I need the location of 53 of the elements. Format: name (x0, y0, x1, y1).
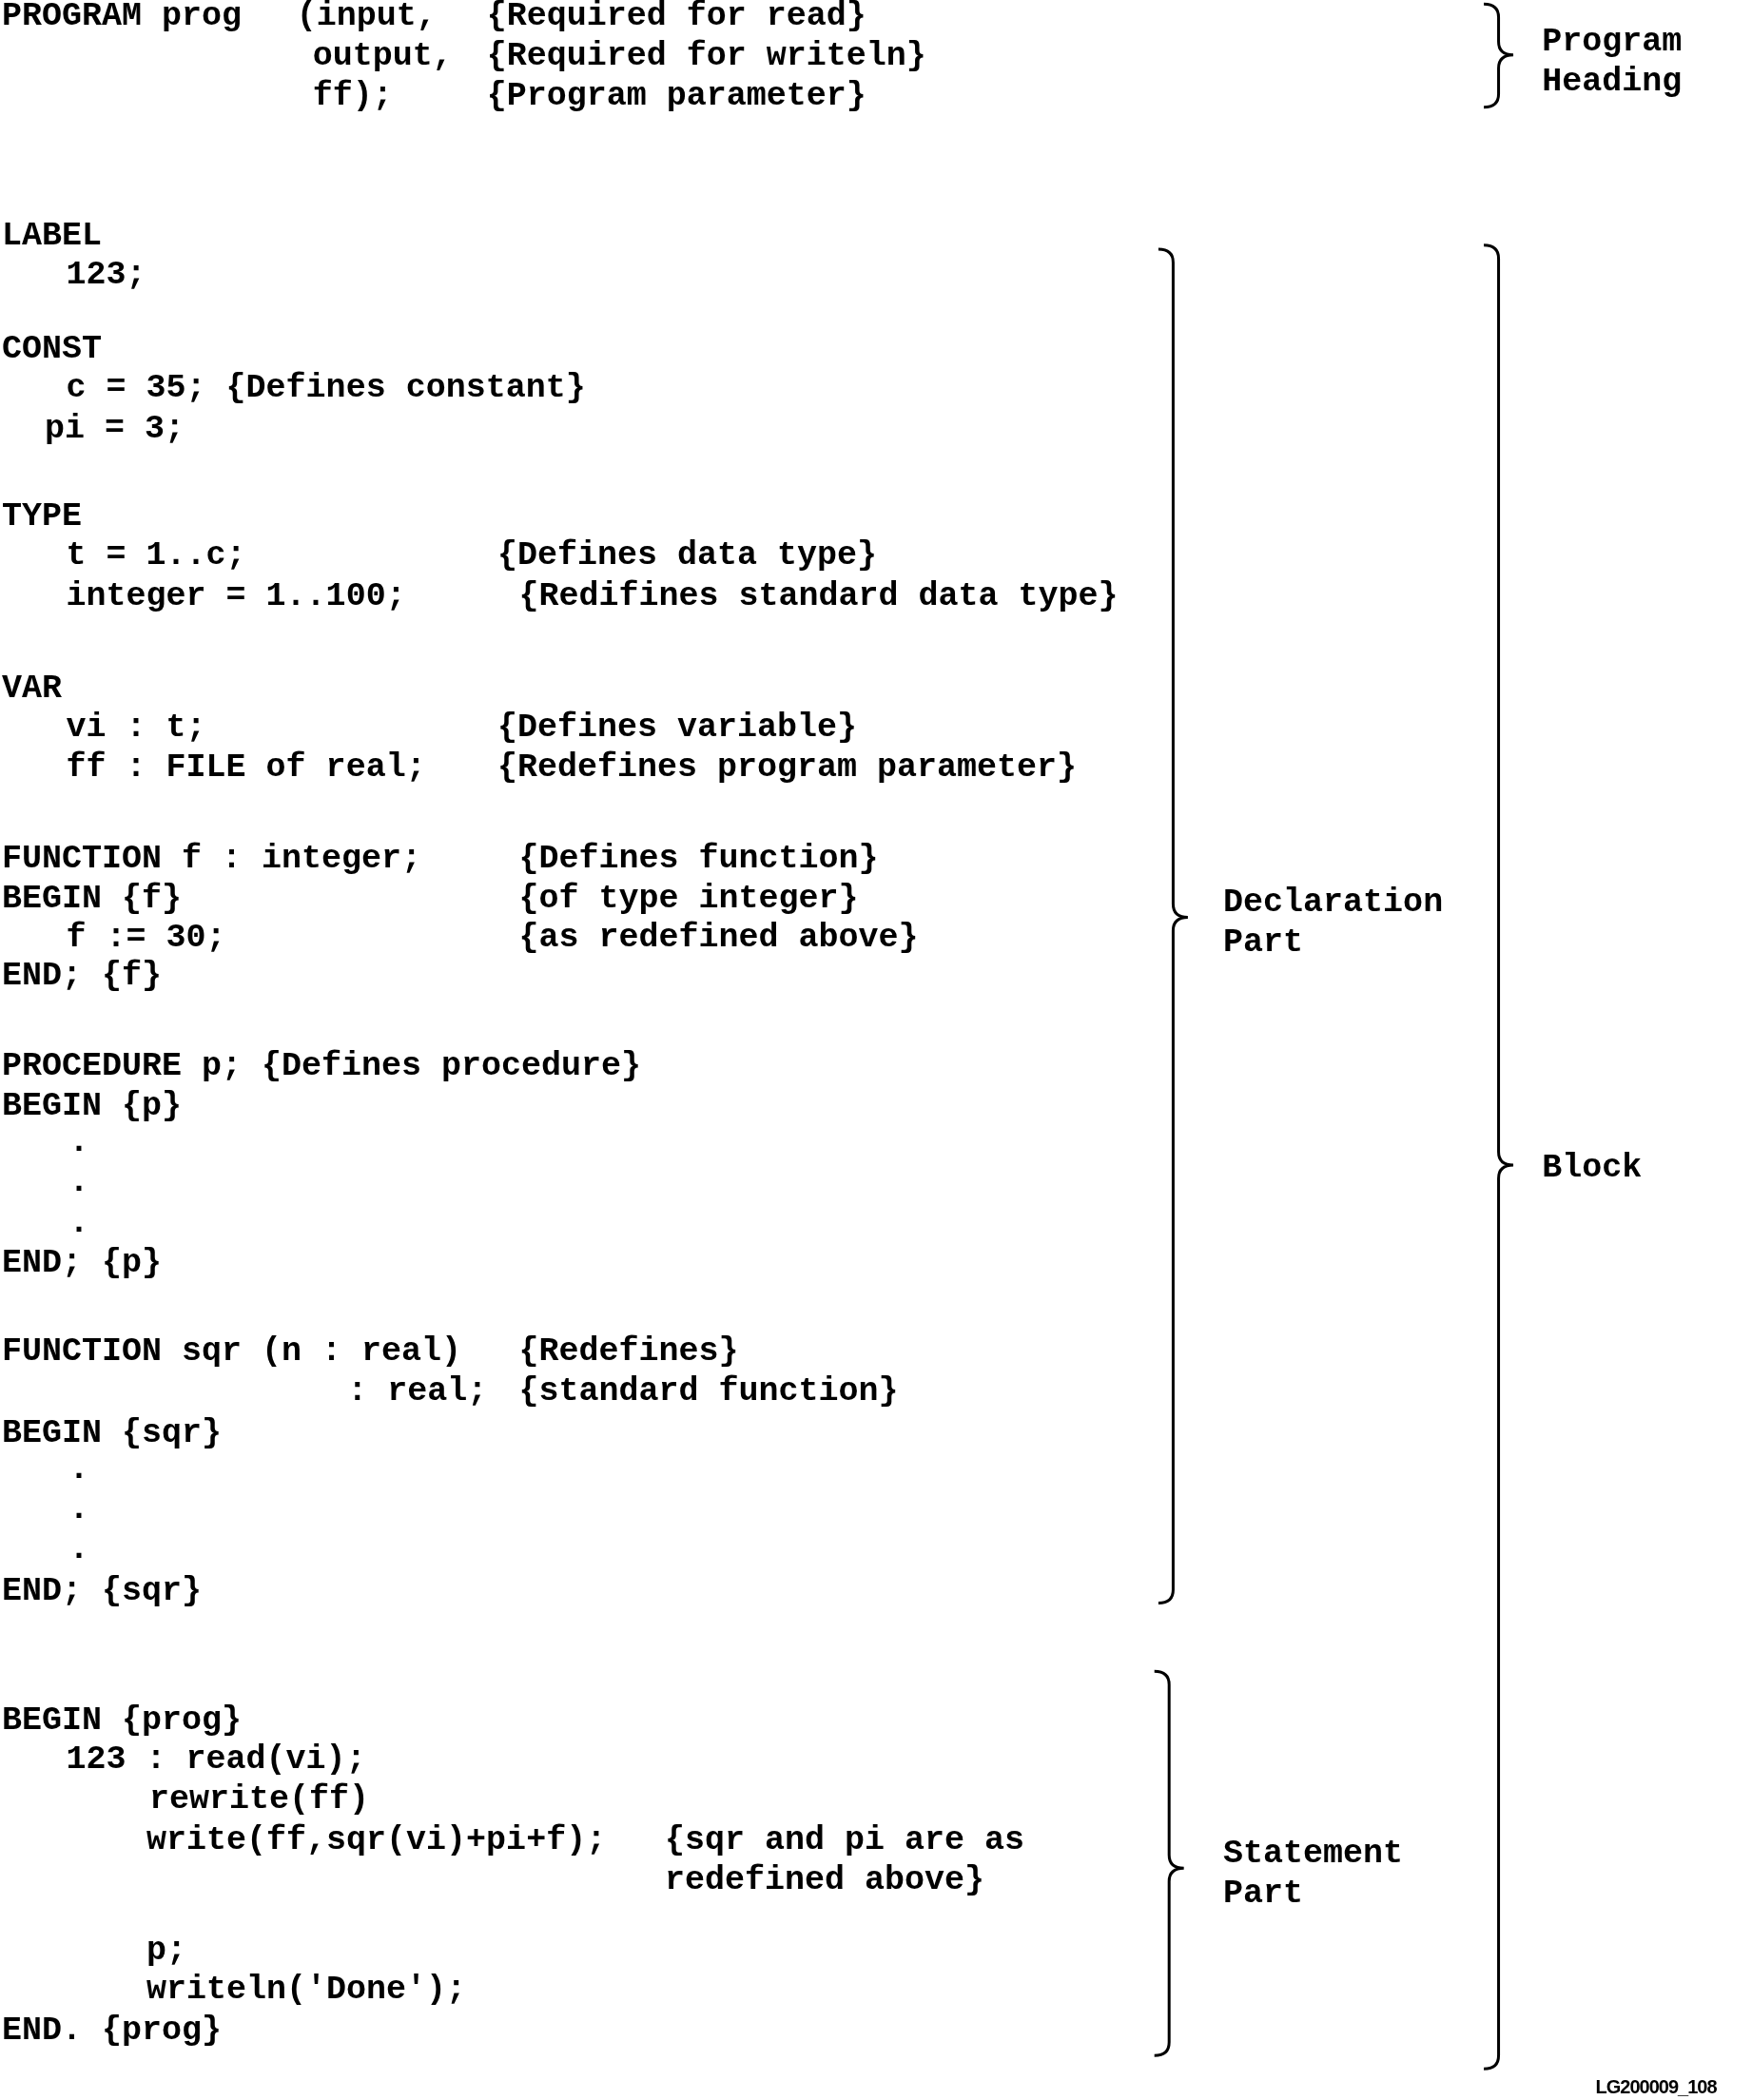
code-comment: {Redefines} (518, 1331, 739, 1371)
code-line: t = 1..c; (66, 535, 246, 576)
brace-label: Program Heading (1542, 21, 1684, 102)
code-comment: {of type integer} (518, 878, 859, 919)
code-line: PROGRAM prog (2, 0, 243, 36)
code-line: END. {prog} (2, 2010, 223, 2051)
code-line: 123 : read(vi); (66, 1740, 366, 1780)
code-line: ff); (312, 76, 393, 117)
code-line: ff : FILE of real; (66, 747, 426, 788)
code-line: f := 30; (66, 917, 226, 958)
code-line: TYPE (2, 496, 82, 537)
code-comment: {Program parameter} (486, 76, 866, 117)
code-comment: {standard function} (518, 1371, 899, 1411)
code-line: END; {f} (2, 956, 163, 997)
code-line: (input, (296, 0, 437, 36)
code-line: CONST (2, 329, 103, 370)
code-comment: {Defines data type} (496, 535, 878, 576)
code-line: END; {p} (2, 1242, 163, 1283)
code-line: 123; (66, 254, 146, 295)
code-line: p; (146, 1931, 187, 1972)
figure-id: LG200009_108 (1595, 2074, 1717, 2098)
code-line: : real; (347, 1371, 488, 1411)
code-line: . (68, 1202, 89, 1243)
code-line: BEGIN {f} (2, 878, 183, 919)
code-comment: {Required for read} (486, 0, 866, 36)
code-line: LABEL (2, 215, 103, 256)
code-line: END; {sqr} (2, 1570, 203, 1611)
code-line: . (68, 1162, 89, 1203)
code-comment: {as redefined above} (518, 917, 919, 958)
code-line: write(ff,sqr(vi)+pi+f); (146, 1819, 607, 1860)
code-comment: {sqr and pi are as redefined above} (664, 1819, 1025, 1900)
code-line: BEGIN {prog} (2, 1701, 243, 1741)
code-line: rewrite(ff) (148, 1779, 369, 1820)
code-line: FUNCTION f : integer; (2, 838, 422, 879)
code-line: output, (312, 36, 453, 77)
code-comment: {Required for writeln} (486, 36, 926, 77)
code-line: FUNCTION sqr (n : real) (2, 1331, 462, 1371)
code-comment: {Defines function} (518, 838, 879, 879)
code-line: . (68, 1529, 89, 1570)
code-line: . (68, 1488, 89, 1529)
brace-label: Declaration Part (1223, 883, 1445, 963)
code-line: integer = 1..100; (66, 575, 406, 616)
brace-label: Statement Part (1223, 1833, 1405, 1914)
code-line: pi = 3; (45, 408, 185, 449)
code-line: VAR (2, 668, 62, 709)
code-line: c = 35; {Defines constant} (66, 368, 586, 409)
code-line: vi : t; (66, 707, 206, 748)
code-line: PROCEDURE p; {Defines procedure} (2, 1045, 642, 1086)
code-comment: {Defines variable} (496, 707, 857, 748)
code-comment: {Redefines program parameter} (496, 747, 1078, 788)
code-line: writeln('Done'); (146, 1970, 467, 2011)
code-comment: {Redifines standard data type} (518, 575, 1119, 616)
brace-label: Block (1542, 1147, 1643, 1188)
